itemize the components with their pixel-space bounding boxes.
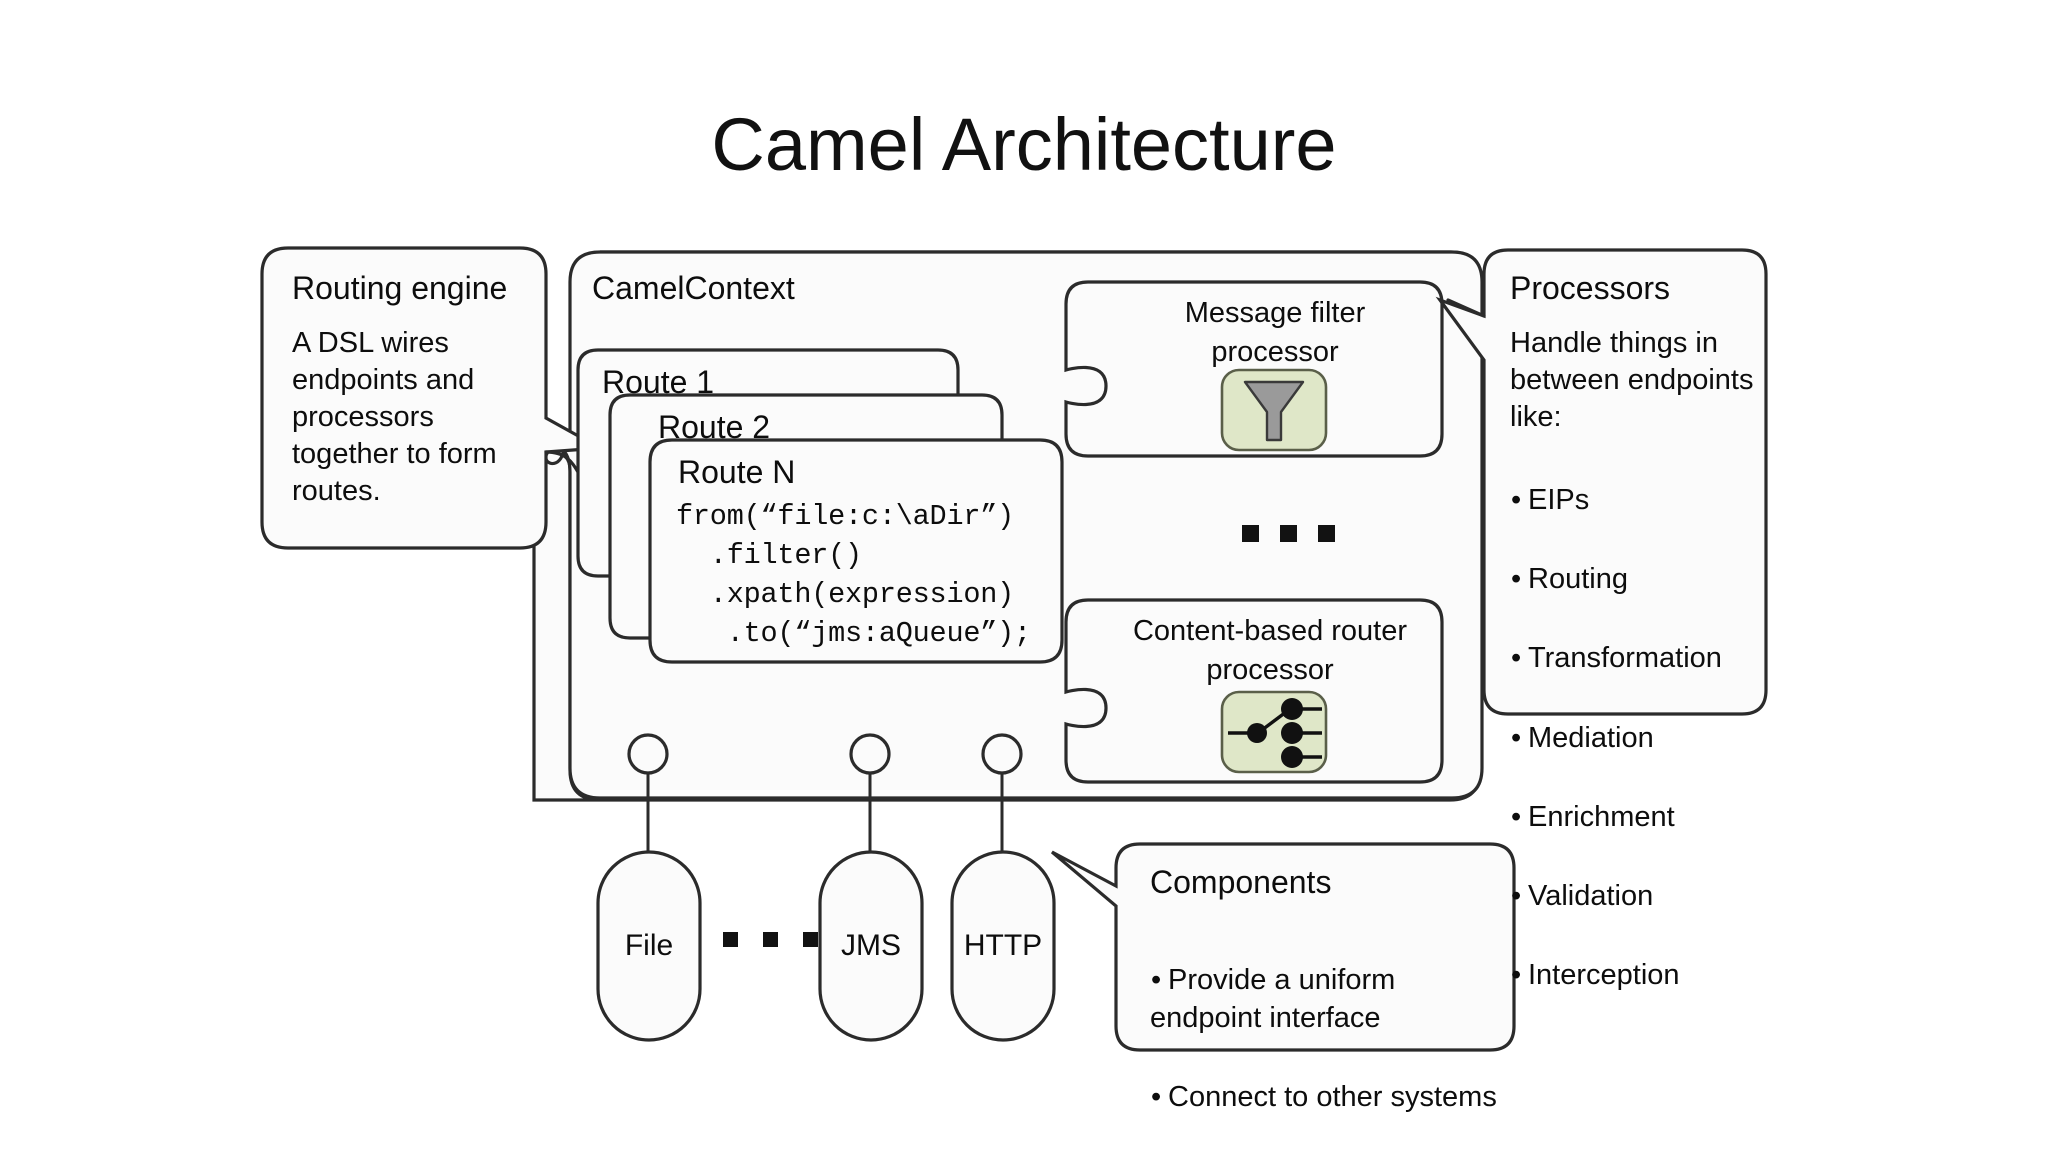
processors-body: Handle things in between endpoints like: — [1510, 327, 1762, 434]
message-filter-title-line2: processor — [1211, 336, 1339, 368]
route-label-2: Route 2 — [658, 409, 771, 445]
processors-list: EIPs Routing Transformation Mediation En… — [1510, 440, 1766, 1035]
processors-list-item: Enrichment — [1510, 798, 1766, 836]
processors-list-item: Transformation — [1510, 639, 1766, 677]
ellipsis-middle — [1242, 525, 1335, 542]
processors-list-item: EIPs — [1510, 481, 1766, 519]
endpoint-pill-file — [596, 850, 702, 1042]
endpoint-label-jms: JMS — [841, 929, 901, 962]
message-filter-title-line1: Message filter — [1184, 297, 1366, 329]
processors-list-item: Interception — [1510, 956, 1766, 994]
components-list: Provide a uniform endpoint interface Con… — [1150, 920, 1502, 1158]
processors-tail — [1446, 298, 1486, 318]
endpoint-pill-jms — [818, 850, 924, 1042]
route-code-block: from(“file:c:\aDir”) .filter() .xpath(ex… — [676, 500, 1031, 651]
endpoint-connectors — [627, 733, 1023, 858]
routing-engine-heading: Routing engine — [292, 270, 508, 306]
components-list-item: Connect to other systems — [1150, 1078, 1502, 1116]
content-router-title-line1: Content-based router — [1132, 615, 1408, 647]
route-label-n: Route N — [678, 454, 796, 490]
routing-engine-box — [260, 246, 606, 550]
endpoint-label-file: File — [624, 929, 674, 962]
components-heading: Components — [1150, 864, 1332, 900]
camelcontext-label: CamelContext — [592, 270, 795, 306]
components-list-item: Provide a uniform endpoint interface — [1150, 961, 1502, 1038]
processors-heading: Processors — [1510, 270, 1671, 306]
processors-list-item: Routing — [1510, 560, 1766, 598]
ellipsis-bottom — [723, 932, 818, 947]
processors-list-item: Validation — [1510, 877, 1766, 915]
route-label-1: Route 1 — [602, 364, 715, 400]
endpoint-pill-http — [950, 850, 1056, 1042]
content-router-title-line2: processor — [1206, 654, 1334, 686]
routing-engine-body: A DSL wires endpoints and processors tog… — [292, 327, 505, 508]
route-card-n — [648, 438, 1064, 664]
router-switch-icon — [1228, 698, 1322, 768]
page-title: Camel Architecture — [711, 103, 1337, 186]
endpoint-label-http: HTTP — [963, 929, 1043, 962]
funnel-icon — [1243, 380, 1305, 442]
processors-list-item: Mediation — [1510, 719, 1766, 757]
